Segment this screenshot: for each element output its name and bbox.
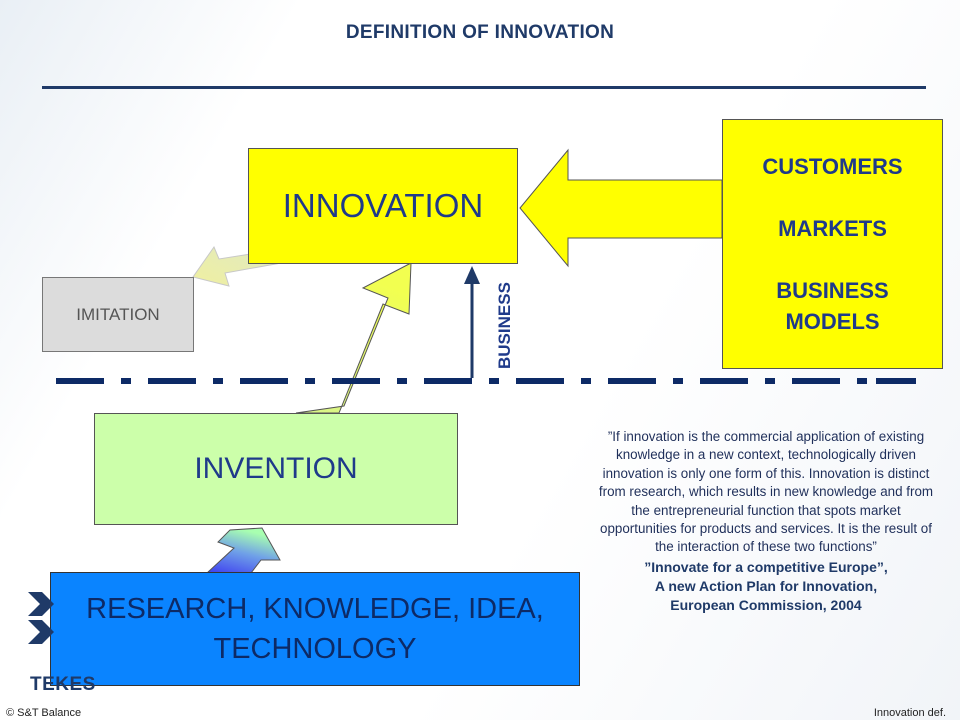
footer-slide-label: Innovation def.	[873, 707, 946, 719]
customers-markets-box: CUSTOMERS MARKETS BUSINESS MODELS	[722, 119, 943, 369]
markets-label: MARKETS	[778, 216, 887, 241]
quote-source: ”Innovate for a competitive Europe”, A n…	[596, 558, 936, 615]
arrow-research-to-invention	[205, 527, 281, 574]
quote-source-line-3: European Commission, 2004	[670, 596, 862, 613]
quote-text: ”If innovation is the commercial applica…	[598, 429, 934, 555]
research-box: RESEARCH, KNOWLEDGE, IDEA, TECHNOLOGY	[50, 572, 580, 686]
arrow-customers-to-innovation	[519, 148, 723, 268]
research-line-1: RESEARCH, KNOWLEDGE, IDEA,	[86, 593, 544, 625]
business-label: BUSINESS	[776, 278, 889, 303]
title-divider	[42, 86, 926, 89]
invention-box: INVENTION	[94, 413, 458, 525]
research-line-2: TECHNOLOGY	[213, 633, 417, 665]
page-title: DEFINITION OF INNOVATION	[345, 22, 615, 43]
models-label: MODELS	[785, 309, 880, 334]
customers-label: CUSTOMERS	[762, 154, 903, 179]
tekes-logo-text: TEKES	[30, 674, 96, 695]
quote-source-line-1: ”Innovate for a competitive Europe”,	[644, 558, 888, 575]
tekes-logo-icon	[28, 592, 54, 644]
arrow-invention-to-innovation	[295, 262, 412, 414]
business-arrow	[464, 266, 480, 378]
dash-dot-divider	[56, 378, 916, 384]
quote-block: ”If innovation is the commercial applica…	[596, 428, 936, 615]
quote-source-line-2: A new Action Plan for Innovation,	[654, 577, 878, 594]
imitation-box: IMITATION	[42, 277, 194, 352]
innovation-box: INNOVATION	[248, 148, 518, 264]
business-axis-label: BUSINESS	[495, 282, 514, 370]
footer-copyright: © S&T Balance	[6, 707, 82, 719]
